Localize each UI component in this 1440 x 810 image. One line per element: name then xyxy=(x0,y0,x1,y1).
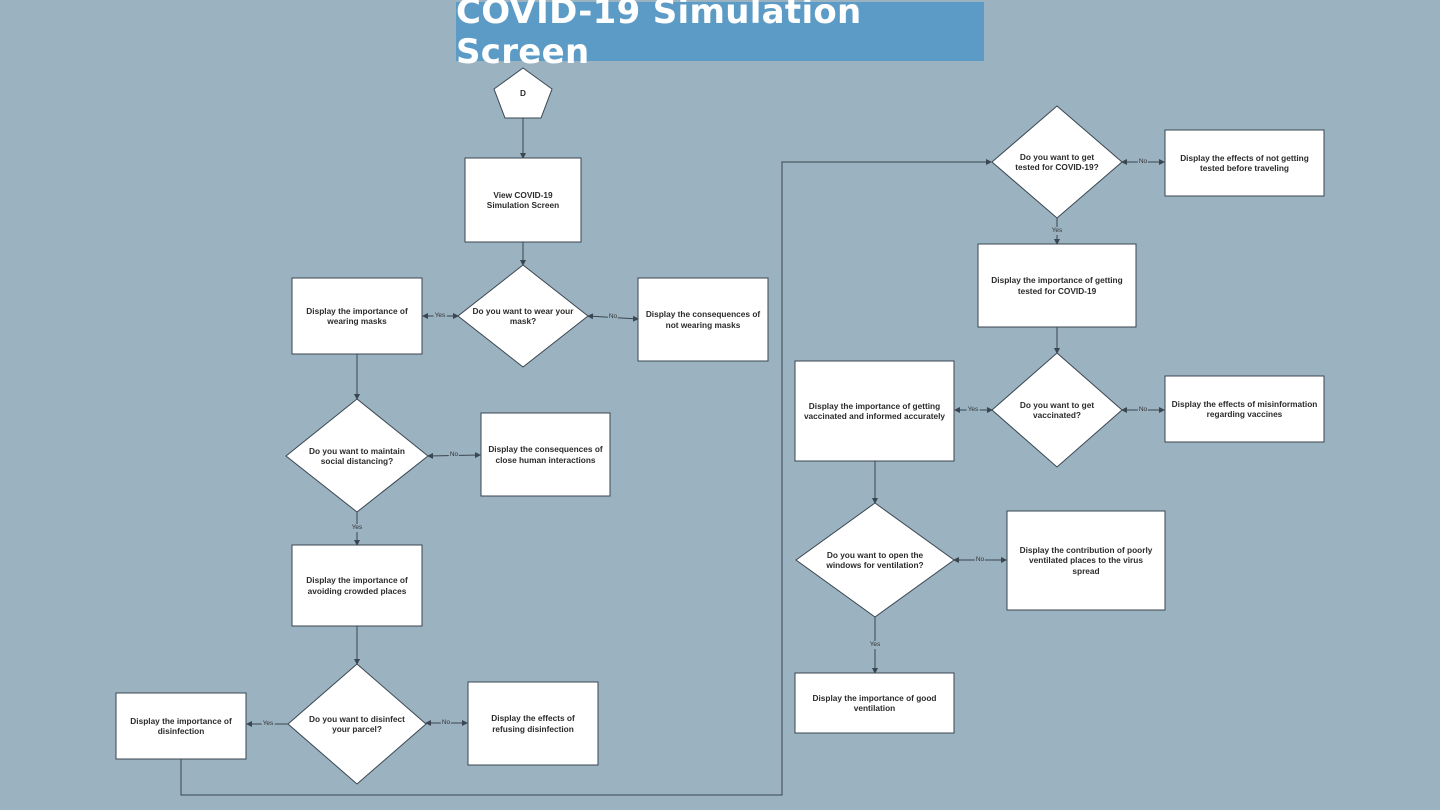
edge-label-test-yes: Yes xyxy=(1050,227,1064,235)
question-distance-label: Do you want to maintain social distancin… xyxy=(309,445,405,466)
box-window-yes xyxy=(794,672,955,734)
box-test-yes xyxy=(977,243,1137,328)
edge-label-distance-no: No xyxy=(448,451,460,459)
window-no-label: Display the contribution of poorly venti… xyxy=(1019,544,1153,576)
box-distance-yes xyxy=(291,544,423,627)
test-no-label: Display the effects of not getting teste… xyxy=(1180,152,1309,173)
vaccine-no-label: Display the effects of misinformation re… xyxy=(1171,398,1318,419)
disinfect-no-label: Display the effects of refusing disinfec… xyxy=(491,713,575,734)
diamond-mask xyxy=(457,264,589,368)
window-yes-label: Display the importance of good ventilati… xyxy=(812,692,937,713)
question-vaccine-label: Do you want to get vaccinated? xyxy=(1019,399,1095,420)
box-disinfect-no xyxy=(467,681,599,766)
edge-label-test-no: No xyxy=(1137,158,1149,166)
diamond-test xyxy=(991,105,1123,219)
start-pentagon xyxy=(493,67,553,119)
question-window-label: Do you want to open the windows for vent… xyxy=(826,549,924,570)
box-vaccine-yes xyxy=(794,360,955,462)
view-screen-label: View COVID-19 Simulation Screen xyxy=(486,189,560,210)
box-mask-no xyxy=(637,277,769,362)
box-view-screen xyxy=(464,157,582,243)
question-mask-label: Do you want to wear your mask? xyxy=(472,305,574,326)
diamond-disinfect xyxy=(287,663,427,785)
mask-no-label: Display the consequences of not wearing … xyxy=(645,309,761,330)
edge-label-mask-yes: Yes xyxy=(433,312,447,320)
start-label: D xyxy=(520,87,526,98)
question-test-label: Do you want to get tested for COVID-19? xyxy=(1015,151,1099,172)
box-vaccine-no xyxy=(1164,375,1325,443)
box-distance-no xyxy=(480,412,611,497)
edge-continue-to-test xyxy=(180,159,992,796)
edge-label-window-yes: Yes xyxy=(868,641,882,649)
edge-label-window-no: No xyxy=(974,556,986,564)
diamond-vaccine xyxy=(991,352,1123,468)
distance-yes-label: Display the importance of avoiding crowd… xyxy=(306,575,408,596)
disinfect-yes-label: Display the importance of disinfection xyxy=(130,715,232,736)
box-mask-yes xyxy=(291,277,423,355)
box-disinfect-yes xyxy=(115,692,247,760)
diamond-window xyxy=(795,502,955,618)
box-window-no xyxy=(1006,510,1166,611)
mask-yes-label: Display the importance of wearing masks xyxy=(306,305,408,326)
title-banner: COVID-19 Simulation Screen xyxy=(456,0,984,72)
edge-label-vaccine-yes: Yes xyxy=(966,406,980,414)
page-title: COVID-19 Simulation Screen xyxy=(456,0,862,72)
edge-label-distance-yes: Yes xyxy=(350,524,364,532)
vaccine-yes-label: Display the importance of getting vaccin… xyxy=(803,400,946,421)
edge-label-mask-no: No xyxy=(607,313,619,321)
edge-label-vaccine-no: No xyxy=(1137,406,1149,414)
distance-no-label: Display the consequences of close human … xyxy=(488,444,603,465)
edge-label-disinfect-yes: Yes xyxy=(261,720,275,728)
box-test-no xyxy=(1164,129,1325,197)
test-yes-label: Display the importance of getting tested… xyxy=(991,275,1123,296)
edge-label-disinfect-no: No xyxy=(440,719,452,727)
diamond-distance xyxy=(285,398,429,513)
question-disinfect-label: Do you want to disinfect your parcel? xyxy=(309,713,405,734)
